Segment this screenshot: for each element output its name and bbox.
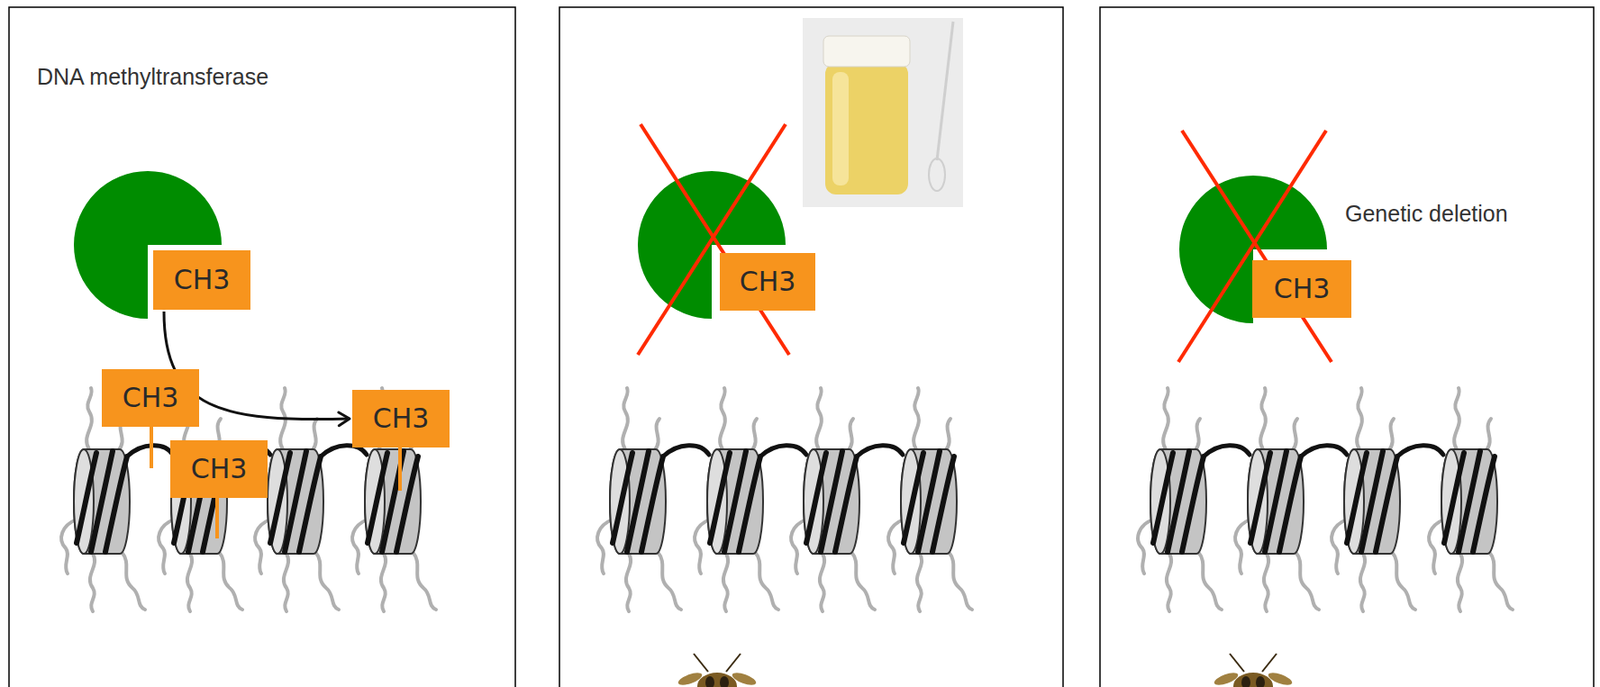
methyl-tag: CH3	[170, 440, 268, 499]
panel-frame	[1100, 7, 1594, 687]
annotation-text: Genetic deletion	[1345, 200, 1509, 228]
methyl-label: CH3	[173, 266, 231, 294]
cross-mark	[637, 124, 790, 355]
bee-figure	[1212, 654, 1294, 687]
methyl-label: CH3	[122, 384, 180, 412]
arrow-head	[338, 412, 350, 427]
methyl-tag: CH3	[101, 369, 200, 428]
annotation-text: DNA methyltransferase	[36, 63, 269, 91]
chromatin	[1137, 388, 1513, 612]
methyl-label: CH3	[372, 405, 430, 433]
methyl-tag: CH3	[352, 390, 450, 448]
methyl-tag: CH3	[719, 253, 816, 311]
methyl-label: CH3	[190, 455, 248, 483]
methyl-tag: CH3	[153, 250, 251, 310]
panel-frame	[9, 7, 516, 687]
chromatin	[597, 388, 973, 612]
methyl-label: CH3	[1273, 275, 1331, 303]
methyl-label: CH3	[739, 268, 797, 296]
royal-jelly-jar	[802, 18, 964, 208]
bee-figure	[676, 654, 758, 687]
panel-frame	[559, 7, 1064, 687]
methyl-tag: CH3	[1252, 260, 1352, 319]
cross-mark	[1178, 130, 1332, 363]
